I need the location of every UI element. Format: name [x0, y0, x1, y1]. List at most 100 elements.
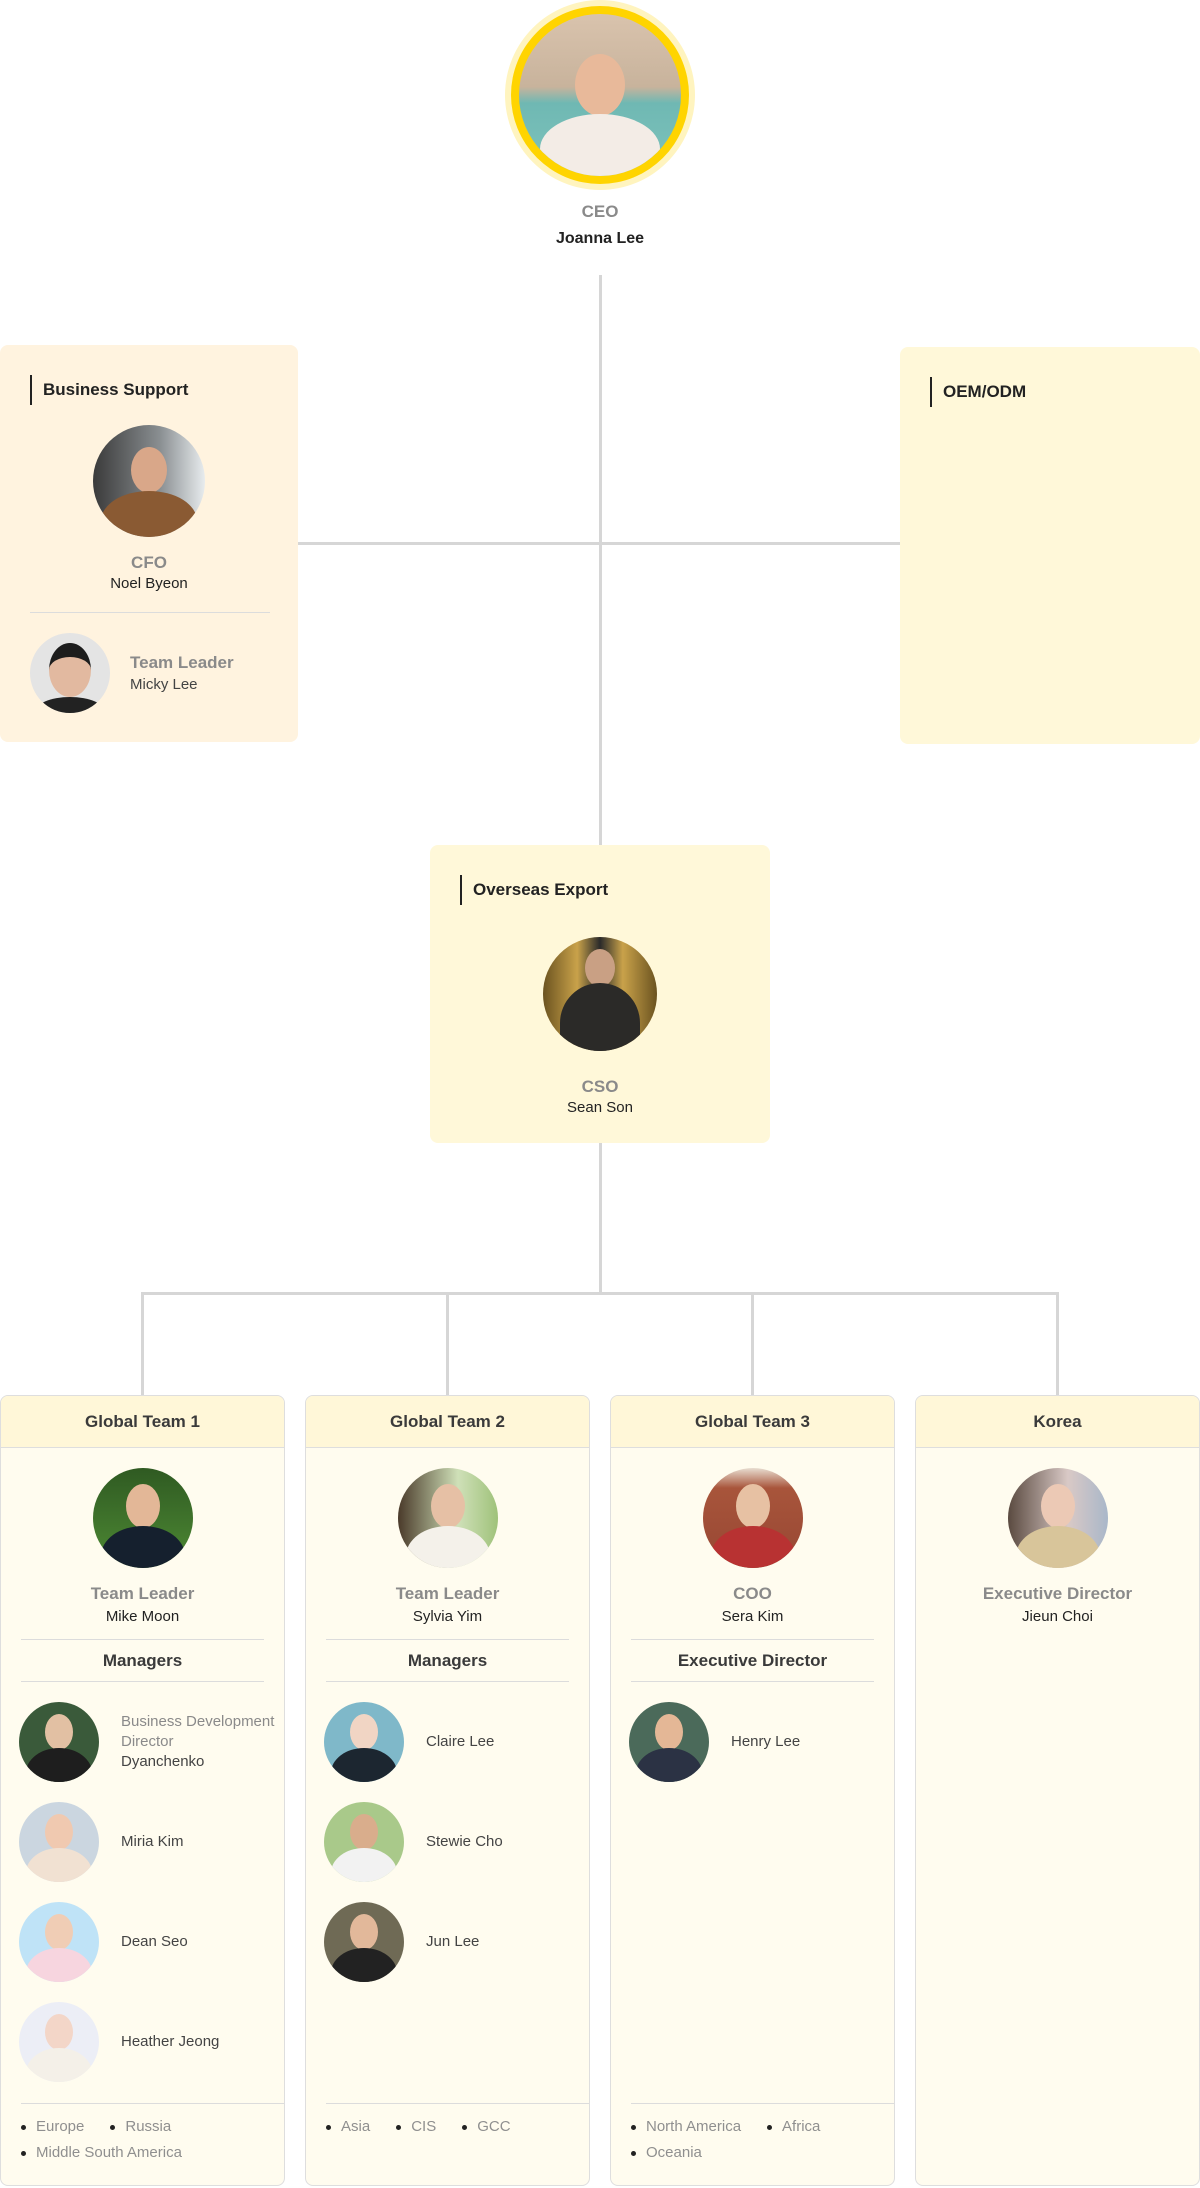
member-list: Business Development Director Dyanchenko…	[1, 1682, 284, 2082]
team-lead-name: Sylvia Yim	[412, 1608, 483, 1625]
bullet-icon	[21, 2150, 26, 2156]
bullet-icon	[110, 2124, 116, 2130]
connector-cso-down	[599, 1143, 602, 1293]
team-leader-role: Team Leader	[130, 653, 234, 672]
member-list: Henry Lee	[611, 1682, 894, 1782]
section-title: Managers	[21, 1639, 264, 1682]
team-lead-name: Sera Kim	[721, 1608, 784, 1625]
member-name: Claire Lee	[426, 1733, 495, 1750]
member-avatar	[324, 1802, 404, 1882]
region-label: Europe	[36, 2118, 85, 2135]
region-item: Europe	[21, 2118, 84, 2136]
bullet-icon	[326, 2124, 331, 2130]
region-item: Middle South America	[21, 2144, 182, 2162]
member-name: Miria Kim	[121, 1833, 184, 1850]
cfo-avatar	[93, 425, 205, 537]
dept-business-support[interactable]: Business Support CFO Noel Byeon Team Lea…	[0, 345, 298, 742]
region-item: North America	[631, 2118, 741, 2136]
bullet-icon	[631, 2124, 636, 2130]
cfo-role: CFO	[131, 553, 167, 572]
bullet-icon	[396, 2124, 402, 2130]
dept-title: Overseas Export	[460, 875, 608, 905]
team-lead[interactable]: Team Leader Sylvia Yim	[306, 1448, 589, 1625]
member-name: Heather Jeong	[121, 2033, 220, 2050]
team-lead[interactable]: Team Leader Mike Moon	[1, 1448, 284, 1625]
team-card[interactable]: Global Team 2 Team Leader Sylvia Yim Man…	[305, 1395, 590, 2186]
team-card[interactable]: Global Team 1 Team Leader Mike Moon Mana…	[0, 1395, 285, 2186]
region-item: CIS	[396, 2118, 436, 2136]
bullet-icon	[631, 2150, 636, 2156]
member-name: Dean Seo	[121, 1933, 188, 1950]
divider	[30, 612, 270, 613]
section-title: Managers	[326, 1639, 569, 1682]
ceo-avatar-halo	[505, 0, 695, 190]
connector-team-korea	[1056, 1292, 1059, 1395]
region-item: Oceania	[631, 2144, 702, 2162]
list-item[interactable]: Claire Lee	[324, 1702, 589, 1782]
member-avatar	[19, 1802, 99, 1882]
dept-title: Business Support	[30, 375, 188, 405]
list-item[interactable]: Dean Seo	[19, 1902, 284, 1982]
bullet-icon	[21, 2124, 26, 2130]
member-avatar	[324, 1902, 404, 1982]
region-label: Oceania	[646, 2144, 702, 2161]
list-item[interactable]: Miria Kim	[19, 1802, 284, 1882]
member-list: Claire Lee Stewie Cho	[306, 1682, 589, 1982]
team-title: Korea	[916, 1396, 1199, 1448]
team-card[interactable]: Global Team 3 COO Sera Kim Executive Dir…	[610, 1395, 895, 2186]
team-lead[interactable]: COO Sera Kim	[611, 1448, 894, 1625]
connector-teams-bar	[141, 1292, 1059, 1295]
cso-avatar	[543, 937, 657, 1051]
team-leader-name: Micky Lee	[130, 676, 198, 693]
dept-overseas-export[interactable]: Overseas Export CSO Sean Son	[430, 845, 770, 1143]
team-card[interactable]: Korea Executive Director Jieun Choi	[915, 1395, 1200, 2186]
member-name: Dyanchenko	[121, 1753, 205, 1770]
dept-title: OEM/ODM	[930, 377, 1026, 407]
team-lead-name: Jieun Choi	[1022, 1608, 1093, 1625]
cfo-name: Noel Byeon	[110, 575, 188, 592]
team-lead-role: Team Leader	[395, 1584, 500, 1603]
list-item[interactable]: Business Development Director Dyanchenko	[19, 1702, 284, 1782]
cso-name: Sean Son	[567, 1099, 633, 1116]
region-label: GCC	[477, 2118, 511, 2135]
list-item[interactable]: Jun Lee	[324, 1902, 589, 1982]
team-leader-person[interactable]: Team Leader Micky Lee	[30, 633, 234, 713]
region-item: Russia	[110, 2118, 171, 2136]
ceo-node[interactable]: CEO Joanna Lee	[505, 0, 695, 248]
region-item: Asia	[326, 2118, 370, 2136]
connector-support-branch	[298, 542, 900, 545]
ceo-avatar-ring	[511, 6, 689, 184]
cso-person[interactable]: CSO Sean Son	[430, 937, 770, 1116]
team-title: Global Team 1	[1, 1396, 284, 1448]
dept-oem-odm[interactable]: OEM/ODM	[900, 347, 1200, 744]
member-avatar	[19, 2002, 99, 2082]
team-title: Global Team 2	[306, 1396, 589, 1448]
team-lead-avatar	[92, 1468, 193, 1568]
bullet-icon	[462, 2124, 468, 2130]
team-lead-avatar	[1007, 1468, 1108, 1568]
member-avatar	[19, 1702, 99, 1782]
team-title: Global Team 3	[611, 1396, 894, 1448]
member-name: Stewie Cho	[426, 1833, 503, 1850]
team-lead-role: Executive Director	[982, 1584, 1133, 1603]
cso-role: CSO	[581, 1077, 619, 1096]
team-leader-avatar	[30, 633, 110, 713]
region-item: Africa	[767, 2118, 820, 2136]
region-label: North America	[646, 2118, 742, 2135]
connector-team-2	[446, 1292, 449, 1395]
region-label: Russia	[125, 2118, 172, 2135]
region-list: Asia CIS GCC	[326, 2103, 589, 2185]
member-role: Business Development Director	[121, 1713, 275, 1750]
list-item[interactable]: Heather Jeong	[19, 2002, 284, 2082]
ceo-name: Joanna Lee	[555, 230, 645, 247]
team-lead[interactable]: Executive Director Jieun Choi	[916, 1448, 1199, 1625]
cfo-person[interactable]: CFO Noel Byeon	[0, 425, 298, 592]
member-name: Jun Lee	[426, 1933, 480, 1950]
member-name: Henry Lee	[731, 1733, 801, 1750]
connector-ceo-down	[599, 275, 602, 845]
list-item[interactable]: Stewie Cho	[324, 1802, 589, 1882]
list-item[interactable]: Henry Lee	[629, 1702, 894, 1782]
ceo-avatar[interactable]	[519, 14, 681, 176]
